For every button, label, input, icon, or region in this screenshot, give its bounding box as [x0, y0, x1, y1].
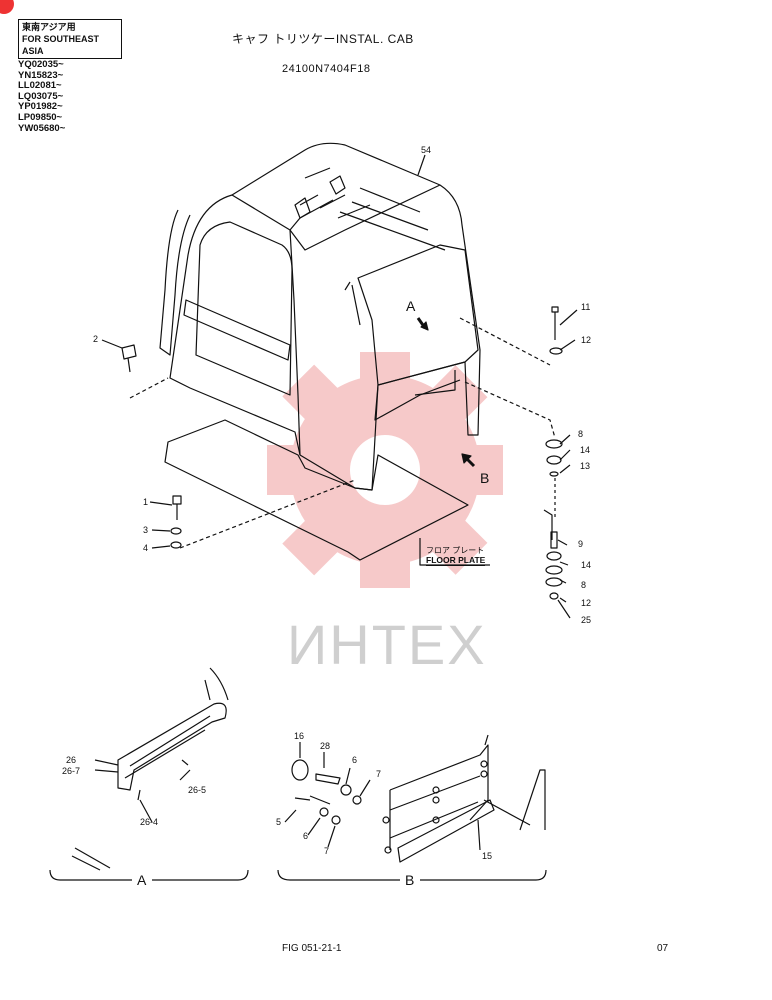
- region-box: 東南アジア用 FOR SOUTHEAST ASIA: [18, 19, 122, 59]
- serial-item: YN15823~: [18, 69, 64, 81]
- callout-12: 12: [581, 335, 592, 345]
- callout-26: 26: [66, 755, 77, 765]
- callout-26-5: 26-5: [188, 785, 207, 795]
- callout-8-lower: 8: [581, 580, 587, 590]
- callout-25: 25: [581, 615, 592, 625]
- callout-16: 16: [294, 731, 305, 741]
- detail-a-part: [117, 702, 227, 791]
- callout-4: 4: [143, 543, 149, 553]
- cab-body: [169, 142, 481, 491]
- callout-1: 1: [143, 497, 149, 507]
- callout-9: 9: [578, 539, 584, 549]
- callout-5: 5: [276, 817, 282, 827]
- region-label-en: FOR SOUTHEAST ASIA: [22, 34, 100, 56]
- serial-item: YW05680~: [18, 122, 66, 134]
- callout-8: 8: [578, 429, 584, 439]
- callout-6-lower: 6: [303, 831, 309, 841]
- bolt-11: [551, 306, 559, 340]
- callout-7-lower: 7: [324, 846, 330, 856]
- bolt-1: [172, 495, 182, 520]
- page-number: 07: [657, 943, 669, 954]
- watermark-text: ИНТЕХ: [287, 613, 487, 676]
- serial-item: LQ03075~: [18, 90, 64, 102]
- bolt-2: [121, 344, 137, 373]
- floor-plate-label: FLOOR PLATE: [426, 555, 486, 566]
- callout-7: 7: [376, 769, 382, 779]
- callout-14-lower: 14: [581, 560, 592, 570]
- part-number: 24100N7404F18: [282, 63, 371, 75]
- serial-list: YQ02035~ YN15823~ LL02081~ LQ03075~ YP01…: [18, 59, 66, 134]
- detail-label-b: B: [405, 872, 415, 888]
- callout-14: 14: [580, 445, 591, 455]
- callout-11: 11: [581, 302, 591, 312]
- callout-15: 15: [482, 851, 493, 861]
- serial-item: LL02081~: [18, 80, 62, 92]
- floor-plate-label-jp: フロア プレート: [426, 546, 485, 555]
- trim-strip-15: [397, 799, 495, 863]
- region-label-jp: 東南アジア用: [22, 22, 76, 32]
- corner-badge: [0, 0, 14, 14]
- callout-26-7: 26-7: [62, 766, 81, 776]
- callout-12-lower: 12: [581, 598, 592, 608]
- figure-number: FIG 051-21-1: [282, 943, 342, 954]
- callout-3: 3: [143, 525, 149, 535]
- diagram-title: キャフ トリツケーINSTAL. CAB: [232, 32, 414, 46]
- floor-plate: [164, 419, 469, 561]
- detail-b-panel: [389, 744, 489, 850]
- callout-54: 54: [421, 145, 432, 155]
- serial-item: YQ02035~: [18, 59, 64, 70]
- view-marker-b: B: [480, 470, 490, 486]
- callout-2: 2: [93, 334, 99, 344]
- callout-13: 13: [580, 461, 591, 471]
- callout-28: 28: [320, 741, 331, 751]
- callout-26-4: 26-4: [140, 817, 159, 827]
- serial-item: YP01982~: [18, 101, 63, 113]
- detail-label-a: A: [137, 872, 147, 888]
- serial-item: LP09850~: [18, 111, 63, 123]
- view-marker-a: A: [406, 298, 416, 314]
- watermark-gear-icon: [267, 352, 503, 588]
- callout-6: 6: [352, 755, 358, 765]
